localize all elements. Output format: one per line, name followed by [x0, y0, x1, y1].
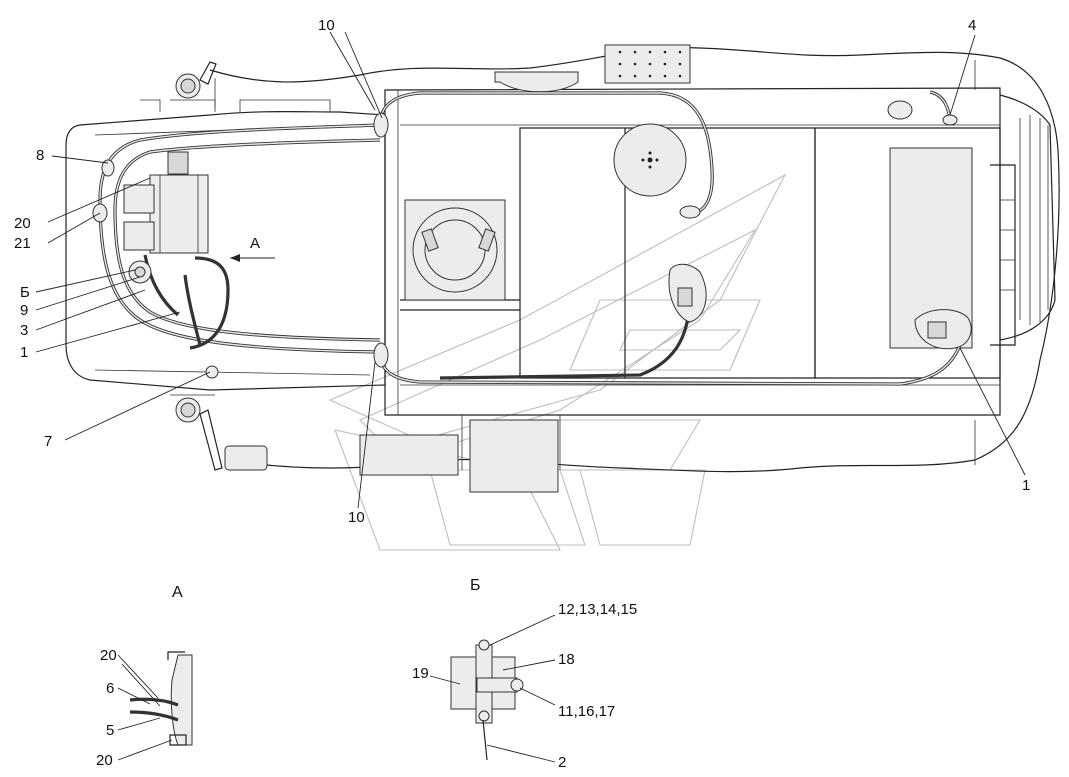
callout-b: Б	[20, 284, 30, 301]
callout-4: 4	[968, 17, 976, 34]
cab-body	[65, 61, 386, 471]
breather-cap	[887, 100, 913, 120]
callout-21: 21	[14, 235, 31, 252]
callout-3: 3	[20, 322, 28, 339]
step-bottom	[224, 445, 268, 471]
view-b-callout-19: 19	[412, 665, 429, 682]
exhaust-cover	[494, 71, 579, 93]
view-b: Б 12,13,14,15 18 19 11,16,17 2	[412, 577, 637, 771]
callout-10-bottom: 10	[348, 509, 365, 526]
valve-10-top	[373, 112, 389, 138]
callout-10-top: 10	[318, 17, 335, 34]
view-b-callout-11-17: 11,16,17	[558, 703, 615, 720]
view-a: А 20 6 5 20	[96, 584, 193, 769]
grille-holes	[618, 50, 682, 78]
compartment-lower	[469, 419, 559, 493]
drain-valve	[679, 205, 701, 219]
callout-1-left: 1	[20, 344, 28, 361]
view-a-callout-20-top: 20	[100, 647, 117, 664]
view-b-callout-18: 18	[558, 651, 575, 668]
view-b-title: Б	[470, 577, 481, 594]
callout-8: 8	[36, 147, 44, 164]
deck-panel-1	[519, 127, 626, 379]
callout-20-left: 20	[14, 215, 31, 232]
deck-panel-3	[814, 127, 1001, 379]
valve-4	[942, 114, 958, 126]
cab-hoses	[92, 123, 381, 379]
callout-9: 9	[20, 302, 28, 319]
grille-panel	[604, 44, 691, 84]
view-b-callout-2: 2	[558, 754, 566, 771]
callout-1-right: 1	[1022, 477, 1030, 494]
view-a-callout-6: 6	[106, 680, 114, 697]
heater-unit	[149, 174, 209, 254]
view-a-callout-5: 5	[106, 722, 114, 739]
callout-7: 7	[44, 433, 52, 450]
valve-10-bottom	[373, 342, 389, 368]
view-a-title: А	[172, 584, 183, 601]
clamp-7	[205, 365, 219, 379]
battery-box	[359, 434, 459, 476]
clamp-8	[101, 159, 115, 177]
deck-hoses	[373, 90, 972, 386]
view-a-callout-20-bottom: 20	[96, 752, 113, 769]
leader-lines	[35, 31, 1026, 509]
callout-arrow-a: А	[250, 235, 260, 252]
view-b-callout-12-15: 12,13,14,15	[558, 601, 637, 618]
